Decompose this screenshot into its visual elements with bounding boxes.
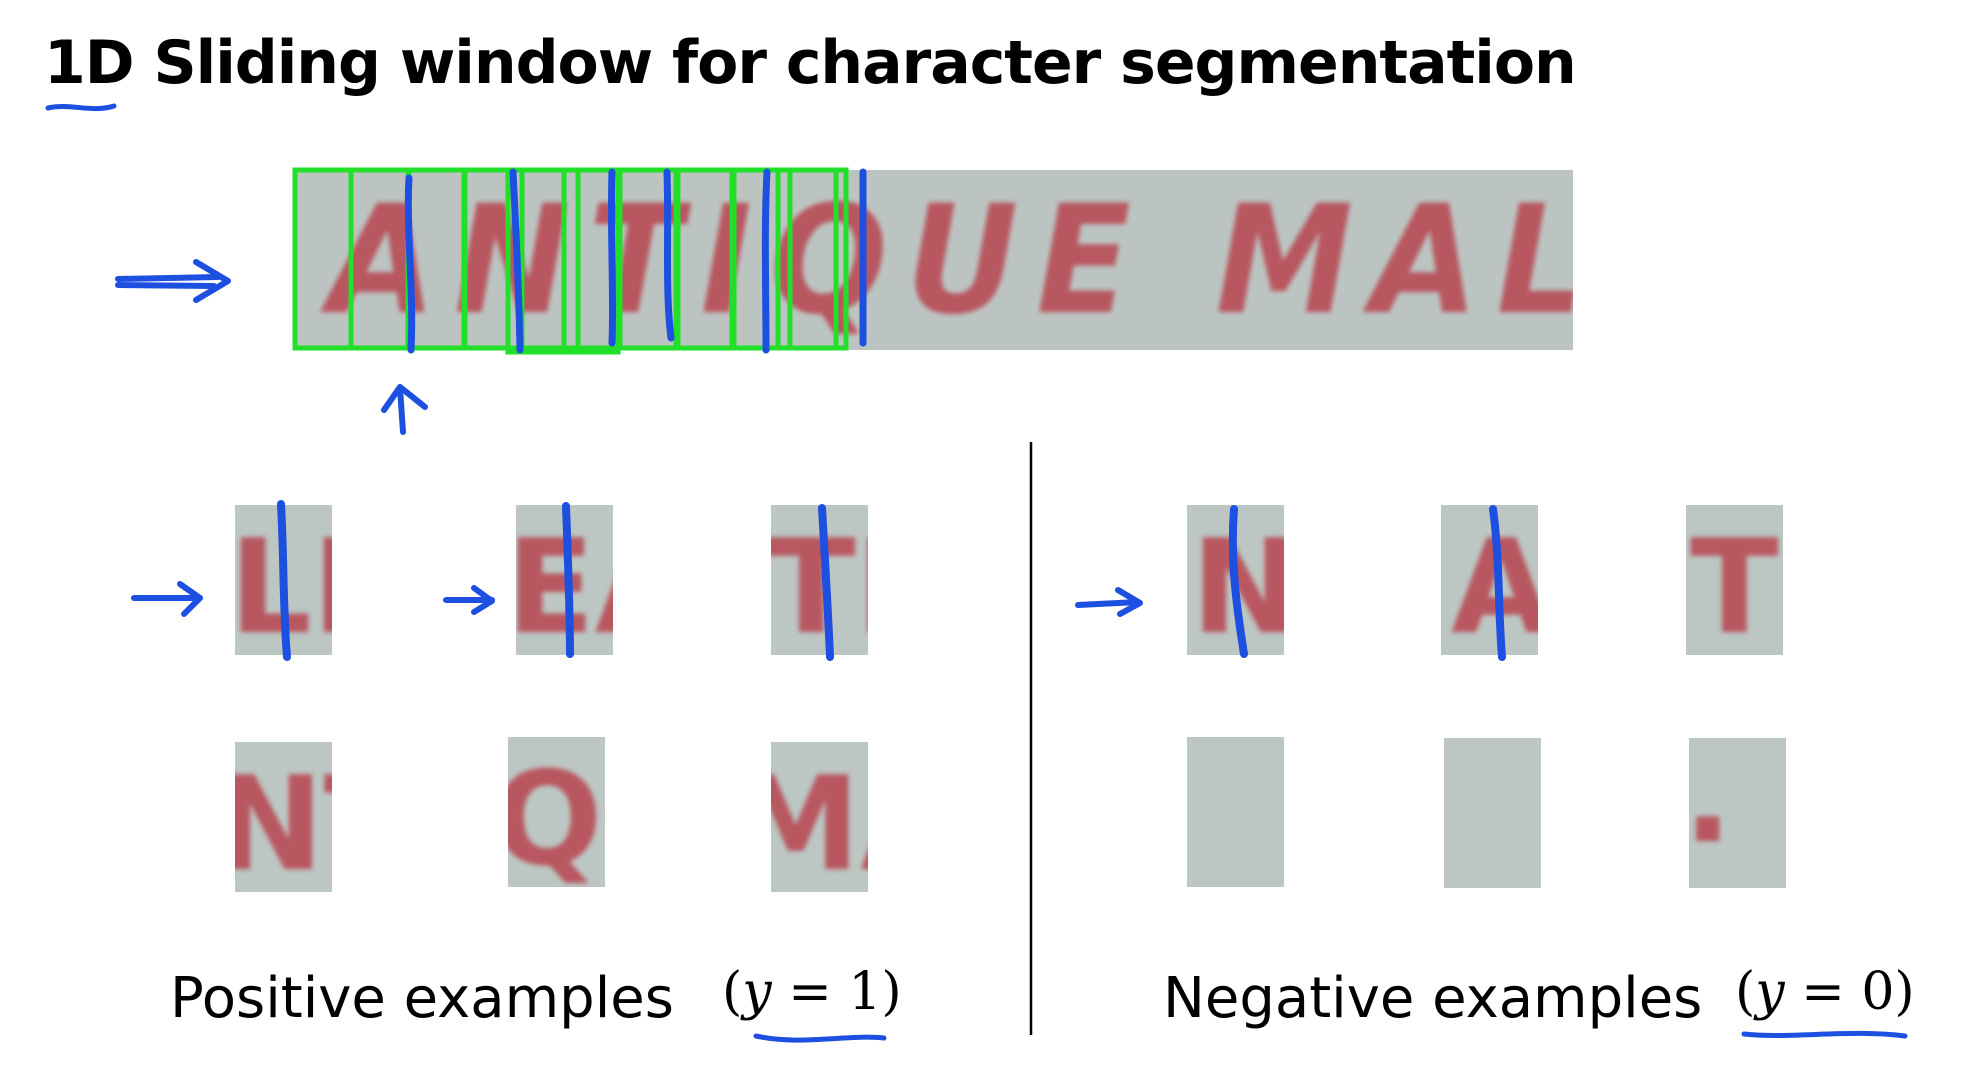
negative-label: Negative examples <box>1163 966 1703 1031</box>
split-line <box>509 168 524 354</box>
negative-patch-5 <box>1444 738 1541 888</box>
patch-letters: . <box>1689 738 1732 872</box>
up-arrow-icon <box>381 384 428 435</box>
negative-patch-4 <box>1187 737 1284 887</box>
positive-patch-5: QL <box>508 737 605 887</box>
patch-letters: T <box>1690 511 1779 655</box>
right-arrow-icon <box>443 585 495 615</box>
underlines <box>45 103 1908 1043</box>
positive-patch-6: MA <box>771 742 868 892</box>
negative-patch-6: . <box>1689 738 1786 888</box>
right-arrow-icon <box>115 259 231 303</box>
math-value: 0 <box>1861 962 1895 1022</box>
paren-open: ( <box>1735 962 1756 1022</box>
math-eq: = <box>1784 962 1862 1022</box>
positive-y-equals-1: (y = 1) <box>722 962 902 1022</box>
negative-patch-3: T <box>1686 505 1783 655</box>
paren-close: ) <box>881 962 902 1022</box>
split-line <box>761 168 771 354</box>
patch-letters: QL <box>508 743 605 887</box>
underline-y1 <box>753 1033 887 1043</box>
split-lines <box>404 168 867 354</box>
math-value: 1 <box>848 962 882 1022</box>
split-line <box>404 174 416 354</box>
banner-text: ANTIQUE MALL <box>329 174 1573 348</box>
sliding-window-10 <box>775 167 839 351</box>
positive-patch-4: NT <box>235 742 332 892</box>
paren-close: ) <box>1894 962 1915 1022</box>
patch-letters: MA <box>771 748 868 892</box>
positive-label: Positive examples <box>170 966 674 1031</box>
right-arrow-icon <box>131 581 203 617</box>
slide-title: 1D Sliding window for character segmenta… <box>44 28 1577 98</box>
underline-1d <box>45 103 117 112</box>
right-arrow-icon <box>1075 587 1143 617</box>
patch-letters: NT <box>235 748 332 892</box>
negative-patch-2: A <box>1441 505 1538 655</box>
positive-examples-caption: Positive examples <box>170 966 674 1031</box>
math-var: y <box>742 962 772 1022</box>
math-eq: = <box>771 962 849 1022</box>
math-var: y <box>1755 962 1785 1022</box>
split-line <box>607 168 617 347</box>
positive-patch-3: TI <box>771 505 868 655</box>
split-line <box>663 168 675 342</box>
patch-split-lines <box>277 500 1506 661</box>
negative-y-equals-0: (y = 0) <box>1735 962 1915 1022</box>
patch-letters: TI <box>771 511 868 655</box>
paren-open: ( <box>722 962 743 1022</box>
negative-examples-caption: Negative examples <box>1163 966 1702 1031</box>
underline-y0 <box>1741 1030 1908 1039</box>
